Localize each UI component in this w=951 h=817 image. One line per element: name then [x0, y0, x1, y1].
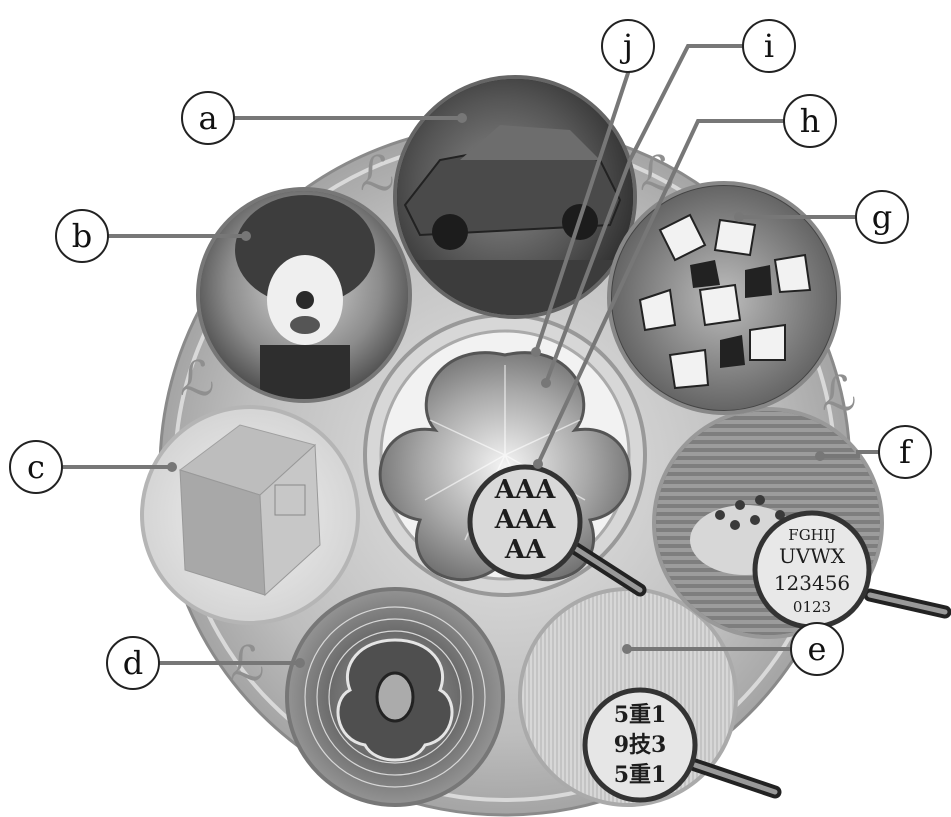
label-a-text: a — [198, 99, 217, 137]
magnifier-center-line-3: AA — [504, 535, 546, 565]
label-b-text: b — [72, 217, 92, 255]
feature-c-cube-image — [142, 407, 358, 623]
label-j: j — [602, 20, 654, 72]
magnifier-center-line-1: AAA — [494, 475, 556, 505]
label-g: g — [856, 191, 908, 243]
magnifier-f-line-3: 123456 — [774, 571, 850, 595]
magnifier-f-line-1: FGHIJ — [788, 526, 835, 544]
feature-b-clown-image — [198, 189, 410, 405]
ornament-glyph: ℒ — [822, 366, 857, 422]
ornament-glyph: ℒ — [640, 146, 675, 202]
label-d-text: d — [123, 644, 143, 682]
magnifier-f-line-4: 0123 — [793, 598, 831, 616]
label-f: f — [879, 426, 931, 478]
ornament-glyph: ℒ — [180, 351, 215, 407]
label-c-text: c — [27, 448, 45, 486]
label-i: i — [743, 20, 795, 72]
magnifier-f-line-2: UVWX — [779, 544, 846, 568]
ornament-glyph: ℒ — [360, 146, 395, 202]
label-c: c — [10, 441, 62, 493]
magnifier-center-line-2: AAA — [494, 505, 556, 535]
magnifier-f: FGHIJ UVWX 123456 0123 — [755, 513, 945, 627]
label-e: e — [791, 623, 843, 675]
label-i-text: i — [764, 27, 774, 65]
magnifier-e-line-2: 9技3 — [614, 732, 667, 758]
label-h: h — [784, 95, 836, 147]
feature-d-guilloche-pattern — [287, 589, 503, 805]
label-h-text: h — [800, 102, 821, 140]
label-e-text: e — [808, 630, 827, 668]
label-g-text: g — [872, 198, 892, 236]
magnifier-e-line-3: 5重1 — [614, 762, 667, 788]
label-b: b — [56, 210, 108, 262]
label-d: d — [107, 637, 159, 689]
feature-a-car-hologram — [395, 77, 635, 320]
label-a: a — [182, 92, 234, 144]
magnifier-e-line-1: 5重1 — [614, 702, 667, 728]
